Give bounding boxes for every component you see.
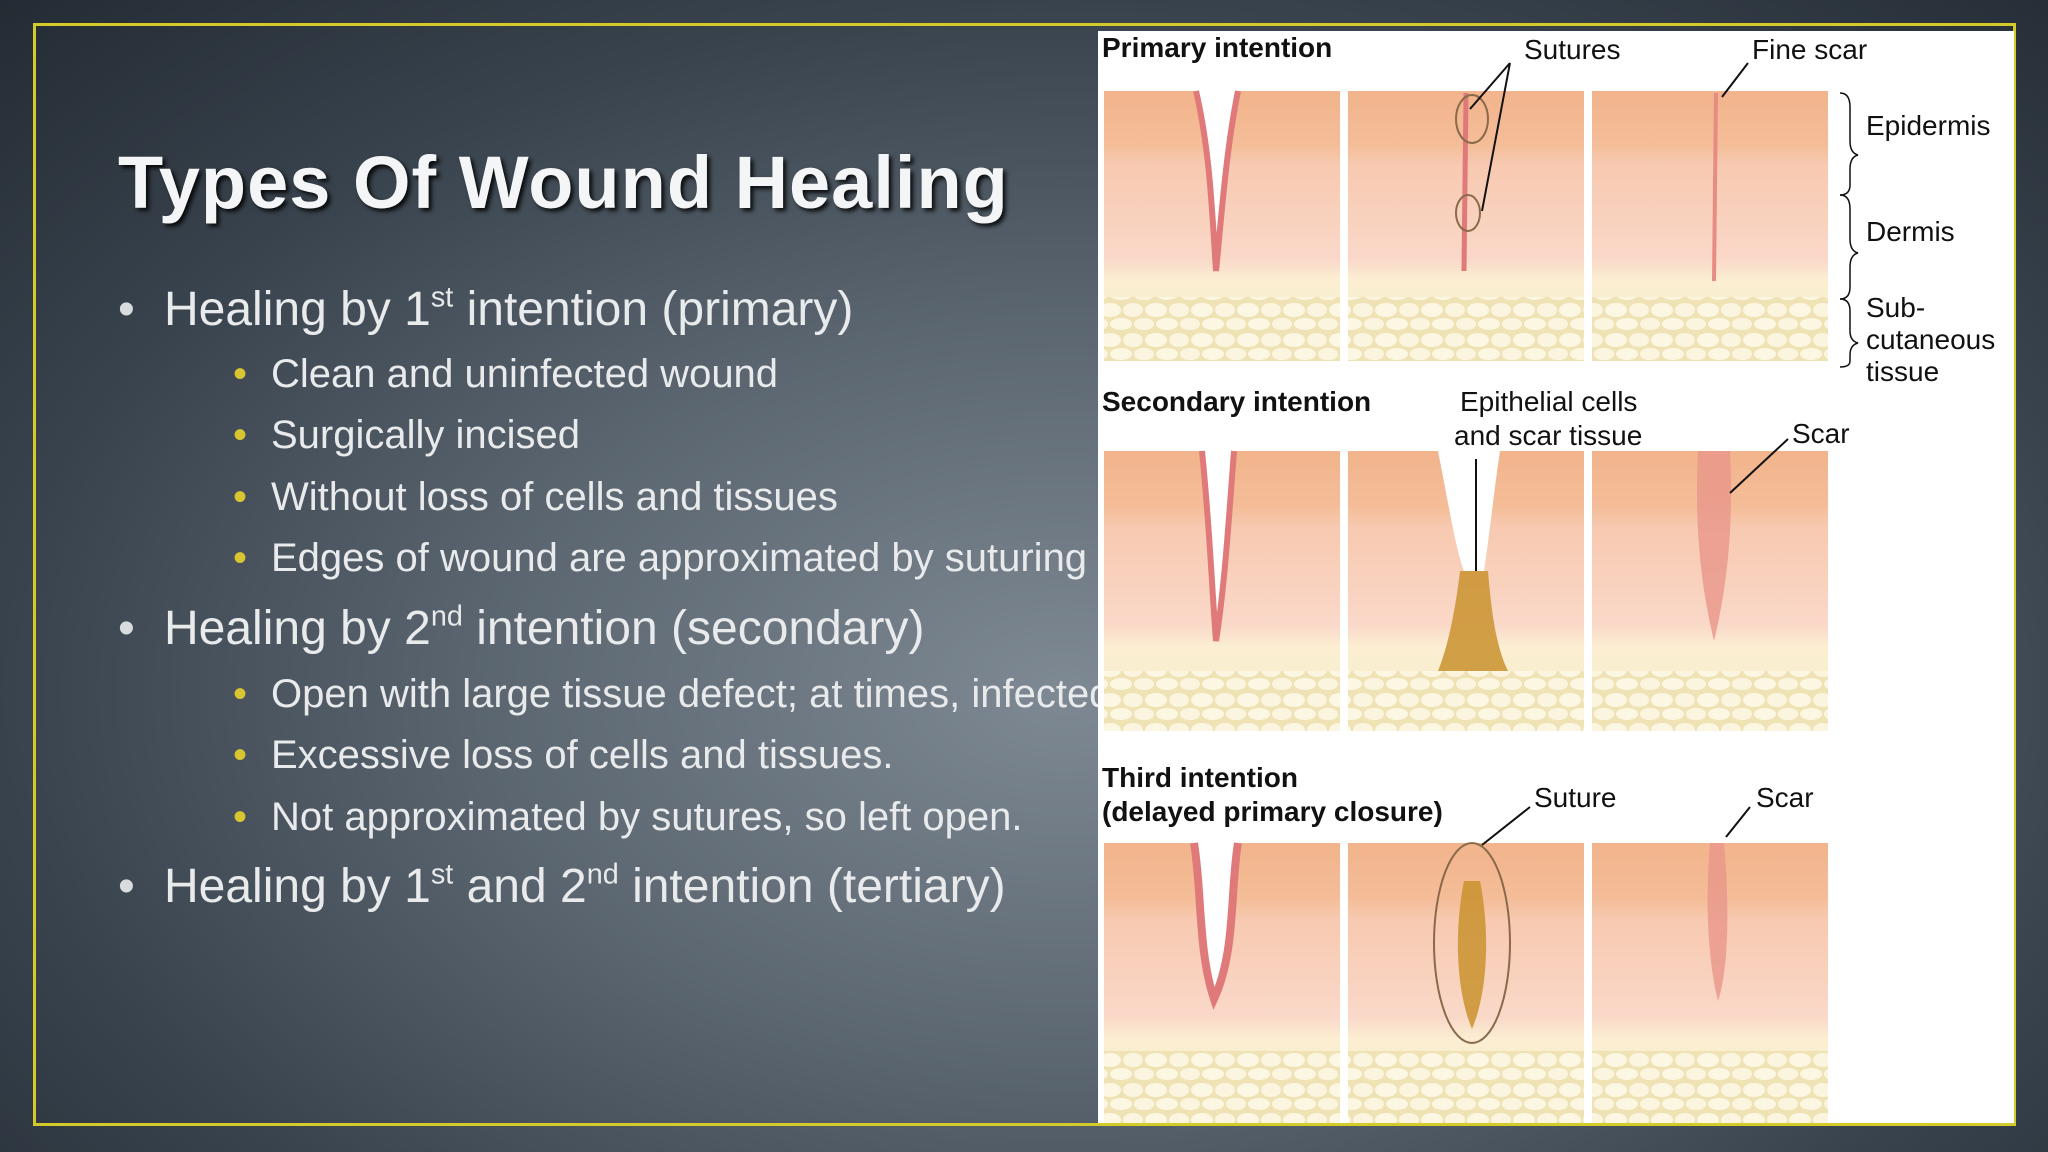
secondary-intention-title: Secondary intention: [1102, 386, 1371, 417]
sub-bullet-dot: •: [233, 413, 248, 457]
sub-bullet: • Open with large tissue defect; at times…: [233, 672, 1100, 717]
sub-bullet-text: Clean and uninfected wound: [271, 352, 779, 396]
bullet-tertiary: • Healing by 1st and 2nd intention (terti…: [118, 859, 1006, 914]
third-intention-title-line1: Third intention: [1102, 762, 1298, 793]
subcutaneous-label-line3: tissue: [1866, 356, 1939, 387]
bullet-text: Healing by 2: [164, 602, 431, 655]
bullet-dot: •: [118, 602, 135, 655]
sub-bullet: • Clean and uninfected wound: [233, 352, 778, 397]
skin-block: [1592, 451, 1828, 731]
secondary-scar-label: Scar: [1792, 418, 1850, 449]
bullet-superscript: st: [430, 858, 454, 891]
sutures-label: Sutures: [1524, 34, 1621, 65]
skin-block: [1348, 91, 1584, 361]
primary-row: Primary intention Sutures Fine scar Epid…: [1102, 32, 1995, 387]
third-scar-label: Scar: [1756, 782, 1814, 813]
third-intention-title-line2: (delayed primary closure): [1102, 796, 1443, 827]
skin-block: [1348, 842, 1584, 1123]
sub-bullet: • Surgically incised: [233, 413, 580, 458]
bullet-text: intention (primary): [453, 283, 854, 336]
bullet-superscript: nd: [586, 858, 619, 891]
sub-bullet-dot: •: [233, 672, 248, 716]
skin-block: [1592, 91, 1828, 361]
sub-bullet: • Edges of wound are approximated by sutu…: [233, 536, 1087, 581]
sub-bullet-dot: •: [233, 733, 248, 777]
bullet-secondary: • Healing by 2nd intention (secondary): [118, 601, 924, 656]
skin-block: [1348, 451, 1584, 731]
sub-bullet-text: Edges of wound are approximated by sutur…: [271, 536, 1088, 580]
sub-bullet-dot: •: [233, 475, 248, 519]
bullet-dot: •: [118, 283, 135, 336]
sub-bullet: • Excessive loss of cells and tissues.: [233, 733, 893, 778]
sub-bullet-dot: •: [233, 795, 248, 839]
fine-scar-label: Fine scar: [1752, 34, 1867, 65]
skin-block: [1104, 90, 1340, 361]
wound-healing-figure: Primary intention Sutures Fine scar Epid…: [1098, 31, 2014, 1123]
sub-bullet-text: Not approximated by sutures, so left ope…: [271, 795, 1023, 839]
bullet-superscript: st: [430, 281, 454, 314]
bullet-text: Healing by 1: [164, 860, 431, 913]
skin-block: [1592, 843, 1828, 1123]
sub-bullet-text: Open with large tissue defect; at times,…: [271, 672, 1100, 716]
primary-intention-title: Primary intention: [1102, 32, 1332, 63]
sub-bullet-text: Without loss of cells and tissues: [271, 475, 838, 519]
bullet-superscript: nd: [430, 600, 463, 633]
bullet-text: intention (tertiary): [618, 860, 1006, 913]
sub-bullet-dot: •: [233, 536, 248, 580]
sub-bullet-dot: •: [233, 352, 248, 396]
epithelial-cells-label-line2: and scar tissue: [1454, 420, 1642, 451]
bullet-text: and 2: [453, 860, 587, 913]
bullet-primary: • Healing by 1st intention (primary): [118, 282, 853, 337]
suture-label: Suture: [1534, 782, 1617, 813]
sub-bullet: • Not approximated by sutures, so left op…: [233, 795, 1023, 840]
bullet-text: intention (secondary): [462, 602, 925, 655]
wound-healing-illustration: Primary intention Sutures Fine scar Epid…: [1102, 32, 1995, 1123]
epidermis-label: Epidermis: [1866, 110, 1990, 141]
skin-block: [1104, 842, 1340, 1123]
slide-title: Types Of Wound Healing: [118, 141, 1009, 224]
bullet-dot: •: [118, 860, 135, 913]
subcutaneous-label-line2: cutaneous: [1866, 324, 1995, 355]
dermis-label: Dermis: [1866, 216, 1955, 247]
slide-frame: [33, 23, 2016, 1126]
subcutaneous-label-line1: Sub-: [1866, 292, 1925, 323]
secondary-row: Secondary intention Epithelial cells and…: [1102, 386, 1850, 731]
third-row: Third intention (delayed primary closure…: [1102, 762, 1828, 1123]
sub-bullet: • Without loss of cells and tissues: [233, 475, 838, 520]
sub-bullet-text: Surgically incised: [271, 413, 581, 457]
skin-block: [1104, 450, 1340, 731]
bullet-text: Healing by 1: [164, 283, 431, 336]
epithelial-cells-label-line1: Epithelial cells: [1460, 386, 1637, 417]
sub-bullet-text: Excessive loss of cells and tissues.: [271, 733, 894, 777]
bullet-list: •Healing by 1st intention (primary) •Cle…: [118, 282, 1100, 914]
